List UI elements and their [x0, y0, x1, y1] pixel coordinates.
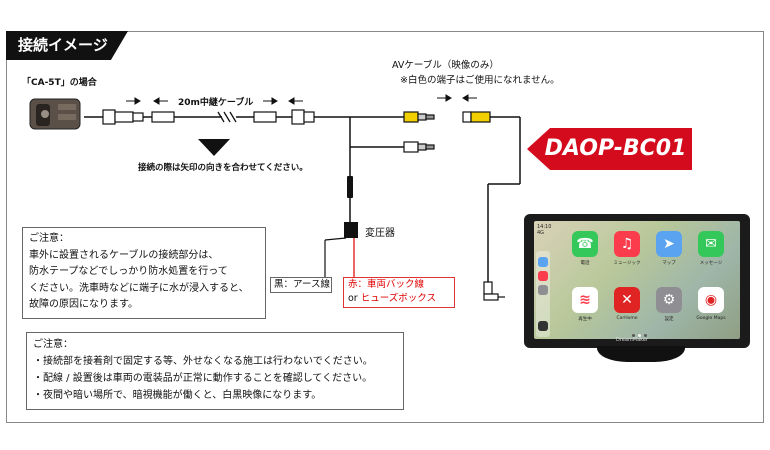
device-plug [483, 281, 505, 301]
now-playing-icon: ≋ [579, 292, 591, 308]
app-music[interactable]: ♫ [614, 231, 640, 257]
app-carhome[interactable]: ✕ [614, 287, 640, 313]
app-label-now-playing: 再生中 [578, 317, 592, 322]
page-dot [644, 334, 647, 337]
side-dock [536, 251, 550, 337]
page-dot [632, 334, 635, 337]
arrow-instruction: 接続の際は矢印の向きを合わせてください。 [138, 163, 308, 173]
note-line: 車外に設置されるケーブルの接続部分は、 [29, 249, 219, 261]
device-brand: DreamMaker [616, 337, 649, 343]
transformer-label: 変圧器 [365, 228, 395, 239]
app-maps[interactable]: ➤ [656, 231, 682, 257]
app-label-google-maps: Google Maps [696, 316, 726, 321]
app-now-playing[interactable]: ≋ [572, 287, 598, 313]
app-label-music: ミュージック [613, 261, 641, 266]
dock-settings-icon[interactable] [538, 285, 548, 295]
music-icon: ♫ [620, 236, 634, 252]
dock-grid-icon[interactable] [538, 321, 548, 331]
app-label-maps: マップ [662, 261, 676, 266]
pointer-triangle [198, 139, 230, 156]
app-label-phone: 電話 [580, 261, 590, 266]
note-heading: ご注意： [29, 233, 69, 244]
note-line: ・接続部を接着剤で固定する等、外せなくなる施工は行わないでください。 [33, 356, 373, 367]
power-wire-label: 赤：車両バック線 or ヒューズボックス [343, 277, 455, 308]
device-screen: 14:10 4G ☎ 電話 ♫ ミュージック ➤ マップ ✉ メッセージ ≋ 再… [534, 221, 740, 339]
google-maps-icon: ◉ [704, 292, 718, 308]
av-cable-note: ※白色の端子はご使用になれません。 [400, 75, 560, 86]
power-wire-or: or [348, 293, 358, 304]
caution-note-waterproof: ご注意： 車外に設置されるケーブルの接続部分は、 防水テープなどでしっかり防水処… [22, 227, 266, 319]
rca-yellow-connectors [403, 111, 491, 123]
dock-music-icon[interactable] [538, 271, 548, 281]
transformer-box [344, 222, 358, 238]
app-label-carhome: CarHome [616, 316, 638, 321]
settings-icon: ⚙ [662, 292, 676, 308]
power-wires [324, 237, 355, 277]
av-cable-label: AVケーブル（映像のみ） [392, 60, 499, 71]
app-phone[interactable]: ☎ [572, 231, 598, 257]
app-google-maps[interactable]: ◉ [698, 287, 724, 313]
rca-white-connector [403, 141, 435, 153]
cable-break-marks [217, 111, 237, 123]
ground-wire-label: 黒：アース線 [270, 277, 332, 293]
app-messages[interactable]: ✉ [698, 231, 724, 257]
direction-arrows [126, 94, 477, 105]
message-icon: ✉ [705, 236, 717, 252]
carhome-icon: ✕ [621, 292, 633, 308]
app-settings[interactable]: ⚙ [656, 287, 682, 313]
caution-note-installation: ご注意： ・接続部を接着剤で固定する等、外せなくなる施工は行わないでください。 … [26, 332, 404, 410]
section-title: 接続イメージ [6, 31, 128, 60]
product-badge: DAOP-BC01 [527, 128, 692, 170]
diagram-frame [6, 31, 764, 423]
camera-icon [29, 98, 81, 130]
note-line: 故障の原因になります。 [29, 299, 138, 310]
note-heading: ご注意： [33, 339, 73, 350]
maps-icon: ➤ [663, 236, 675, 252]
note-line: 防水テープなどでしっかり防水処置を行って [29, 266, 228, 277]
camera-label: 「CA-5T」の場合 [22, 78, 97, 88]
note-line: ください。洗車時などに端子に水が浸入すると、 [29, 282, 249, 294]
device-stand [597, 346, 685, 362]
status-time: 14:10 [537, 224, 552, 230]
note-line: ・配線 / 設置後は車両の電装品が正常に動作することを確認してください。 [33, 373, 373, 384]
app-label-settings: 設定 [664, 317, 674, 322]
dock-maps-icon[interactable] [538, 257, 548, 267]
page-dot [638, 334, 641, 337]
extension-cable-label: 20m中継ケーブル [178, 98, 254, 108]
inline-fuse [347, 176, 353, 198]
power-wire-line1: 赤：車両バック線 [348, 279, 425, 290]
note-line: ・夜間や暗い場所で、暗視機能が働くと、白黒映像になります。 [33, 390, 322, 401]
power-wire-line2: ヒューズボックス [360, 293, 436, 304]
status-signal: 4G [537, 230, 545, 236]
main-cable [84, 116, 521, 282]
cable-connectors [102, 109, 315, 125]
phone-icon: ☎ [576, 236, 594, 252]
app-label-messages: メッセージ [699, 261, 723, 266]
status-bar: 14:10 4G [537, 224, 551, 236]
